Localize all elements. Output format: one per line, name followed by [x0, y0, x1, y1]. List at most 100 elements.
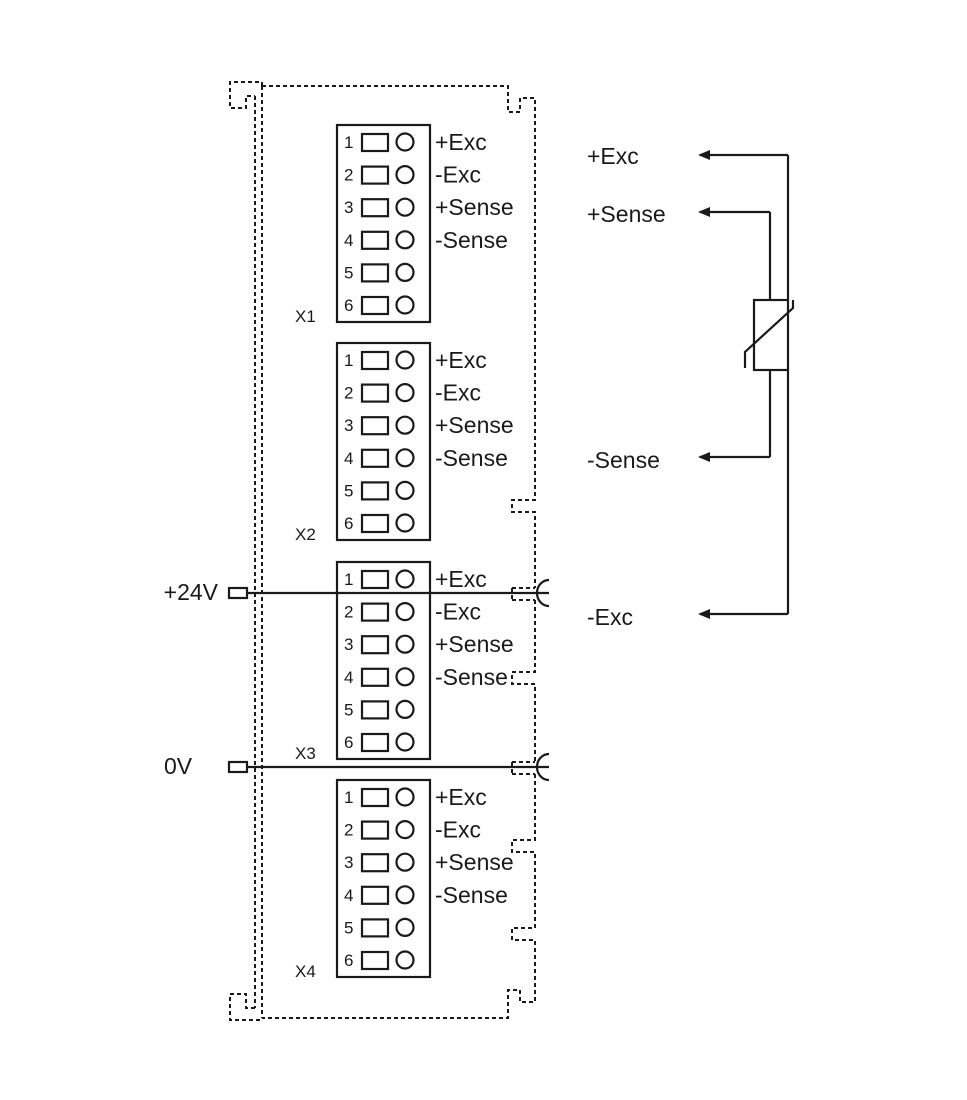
terminal-release-icon: [395, 262, 415, 282]
supply-ground: 0V: [164, 753, 549, 779]
supply-positive-label: +24V: [164, 579, 219, 605]
terminal-slot: [360, 513, 390, 534]
terminal-release-icon: [395, 295, 415, 315]
terminal-release-icon: [395, 667, 415, 687]
terminal-release-icon: [395, 852, 415, 872]
signal-label: +Sense: [435, 849, 514, 875]
sensor-wiring: +Exc +Sense -Sense -Exc: [587, 143, 795, 630]
terminal-release-icon: [395, 917, 415, 938]
arrow-icon: [698, 609, 710, 619]
signal-label: -Exc: [435, 162, 481, 188]
terminal-release-icon: [395, 950, 415, 970]
supply-positive: +24V: [164, 579, 549, 605]
terminal-slot: [360, 230, 390, 250]
terminal-slot: [360, 263, 390, 283]
terminal-release-icon: [395, 415, 415, 435]
pin-number: 2: [344, 821, 353, 840]
terminal-release-icon: [395, 732, 415, 752]
terminal-release-icon: [395, 787, 415, 807]
terminal-release-icon: [395, 230, 415, 250]
pin-number: 1: [344, 570, 353, 589]
sensor-label-sense-minus: -Sense: [587, 447, 660, 473]
pin-number: 1: [344, 133, 353, 152]
terminal-slot: [360, 165, 390, 185]
terminal-release-icon: [395, 448, 415, 468]
pin-number: 1: [344, 788, 353, 807]
terminal-slot: [360, 350, 390, 371]
connector-label: X2: [295, 525, 316, 544]
terminal-slot: [360, 635, 390, 655]
terminal-release-icon: [395, 132, 415, 152]
signal-label: +Sense: [435, 194, 514, 220]
supply-ground-label: 0V: [164, 753, 193, 779]
signal-label: -Sense: [435, 664, 508, 690]
signal-label: -Sense: [435, 882, 508, 908]
connector-body: [335, 123, 432, 324]
pin-number: 5: [344, 700, 353, 719]
pin-number: 6: [344, 296, 353, 315]
terminal-slot: [360, 569, 390, 590]
terminal-slot: [360, 700, 390, 720]
arrow-icon: [698, 150, 710, 160]
pin-number: 4: [344, 231, 353, 250]
arrow-icon: [698, 452, 710, 462]
sensor-label-exc-minus: -Exc: [587, 604, 633, 630]
connector-label: X3: [295, 744, 316, 763]
terminal-release-icon: [395, 634, 415, 654]
terminal-release-icon: [395, 885, 415, 905]
terminal-slot: [360, 198, 390, 218]
terminal-release-icon: [395, 383, 415, 403]
sensor-label-sense-plus: +Sense: [587, 201, 666, 227]
rtd-resistor: [752, 298, 790, 372]
terminal-slot: [360, 295, 390, 316]
signal-label: +Sense: [435, 631, 514, 657]
pin-number: 4: [344, 886, 353, 905]
terminal-slot: [360, 853, 390, 873]
signal-label: +Exc: [435, 129, 487, 155]
module-housing: [229, 81, 536, 1021]
terminal-release-icon: [395, 480, 415, 500]
pin-number: 6: [344, 733, 353, 752]
terminal-release-icon: [395, 350, 415, 370]
signal-label: +Sense: [435, 412, 514, 438]
pin-number: 4: [344, 668, 353, 687]
terminal-slot: [360, 132, 390, 153]
connector-body: [335, 341, 432, 542]
signal-label: -Sense: [435, 445, 508, 471]
terminal-slot: [360, 602, 390, 622]
terminal-release-icon: [395, 569, 415, 589]
terminal-slot: [360, 448, 390, 468]
terminal-slot: [360, 787, 390, 808]
arrow-icon: [698, 207, 710, 217]
pin-number: 4: [344, 449, 353, 468]
pin-number: 3: [344, 635, 353, 654]
terminal-slot: [360, 732, 390, 753]
terminal-slot: [360, 481, 390, 501]
terminal-release-icon: [395, 819, 415, 840]
terminal-release-icon: [395, 165, 415, 185]
terminal-release-icon: [395, 197, 415, 217]
terminal-slot: [360, 416, 390, 436]
signal-label: -Exc: [435, 380, 481, 406]
terminal-release-icon: [395, 699, 415, 720]
terminal-release-icon: [395, 601, 415, 622]
terminal-slot: [360, 383, 390, 403]
sensor-label-exc-plus: +Exc: [587, 143, 639, 169]
connector-label: X4: [295, 962, 316, 981]
pin-number: 6: [344, 514, 353, 533]
terminal-slot: [360, 667, 390, 687]
signal-label: +Exc: [435, 347, 487, 373]
terminal-slot: [360, 820, 390, 840]
connector-body: [335, 560, 432, 761]
pin-number: 3: [344, 853, 353, 872]
signal-label: +Exc: [435, 566, 487, 592]
signal-label: +Exc: [435, 784, 487, 810]
pin-number: 1: [344, 351, 353, 370]
terminal-slot: [360, 918, 390, 938]
pin-number: 2: [344, 166, 353, 185]
